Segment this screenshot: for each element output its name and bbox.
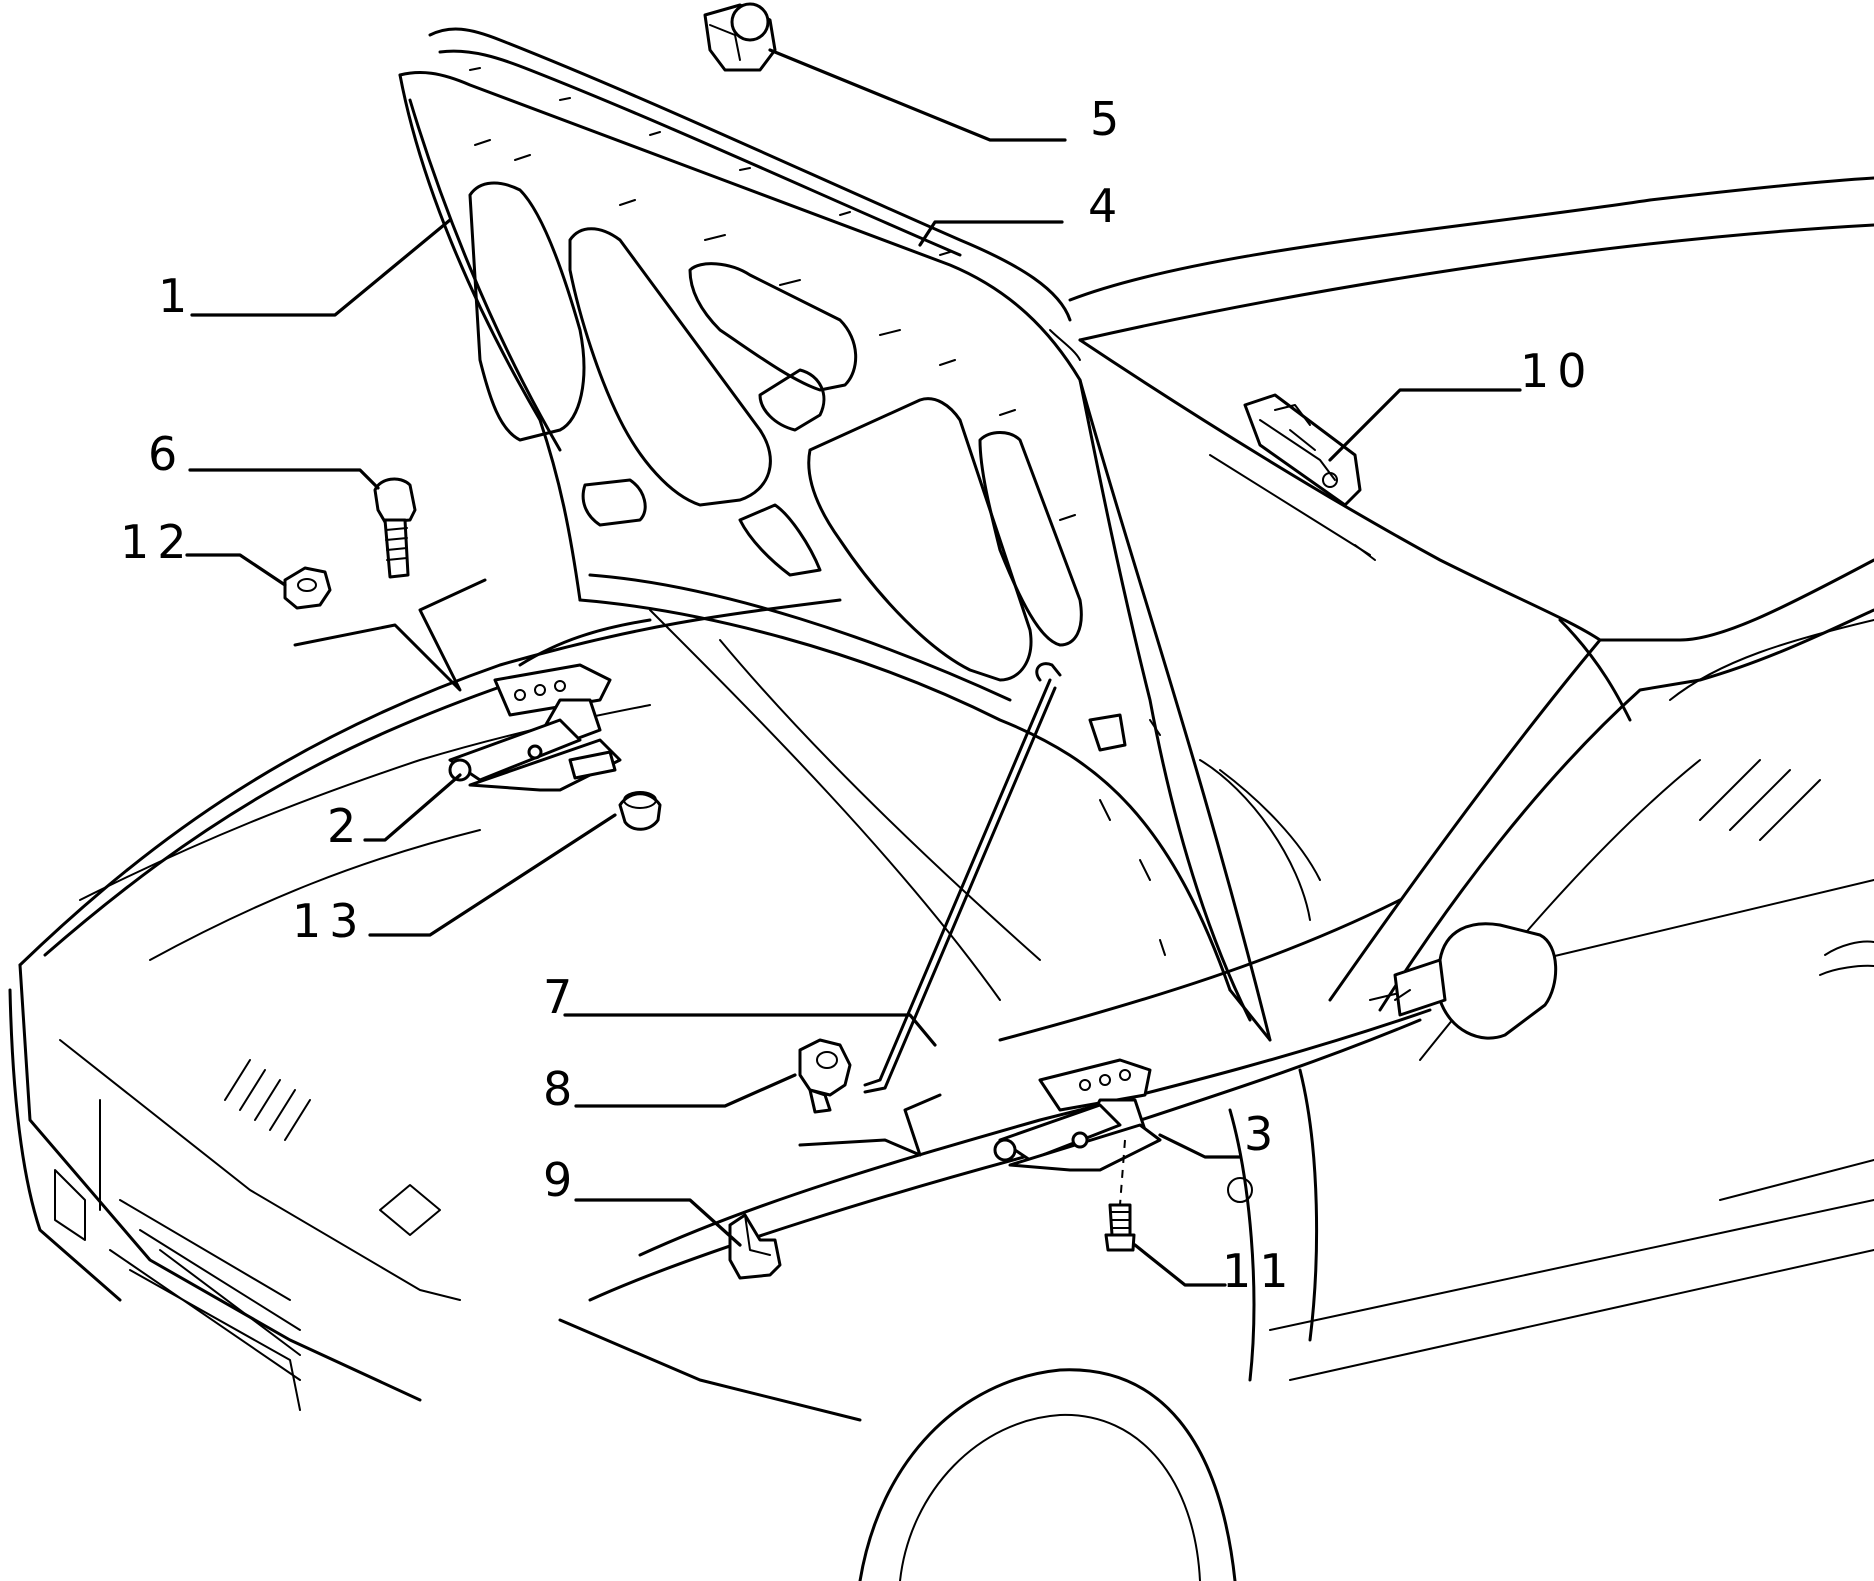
hood-panel	[398, 27, 1272, 1042]
callout-10: 10	[1520, 344, 1595, 398]
hinge-screw	[1104, 1139, 1136, 1252]
leader-lines	[185, 48, 1522, 1287]
callout-9: 9	[543, 1153, 580, 1207]
rod-holder-clip	[798, 1038, 852, 1114]
right-hinge	[993, 1058, 1162, 1172]
break-marks	[293, 578, 942, 1157]
left-hinge	[448, 663, 622, 792]
car-body	[8, 176, 1874, 1581]
prop-rod	[863, 662, 1062, 1094]
callout-5: 5	[1090, 92, 1127, 146]
callout-7: 7	[543, 970, 580, 1024]
callout-13: 13	[292, 894, 367, 948]
callout-1: 1	[158, 269, 195, 323]
callout-11: 11	[1222, 1244, 1297, 1298]
callout-4: 4	[1088, 179, 1125, 233]
front-clip	[728, 1213, 782, 1280]
callout-2: 2	[327, 799, 364, 853]
callout-labels: 1 2 3 4 5 6 7 8 9 10 11 12 13	[120, 92, 1595, 1298]
callout-12: 12	[120, 515, 195, 569]
callout-8: 8	[543, 1062, 580, 1116]
callout-3: 3	[1244, 1107, 1281, 1161]
rubber-bumper	[618, 791, 662, 831]
top-clip	[703, 2, 777, 72]
bolt-and-nut	[283, 477, 417, 610]
callout-6: 6	[148, 427, 185, 481]
hood-latch-bracket	[1088, 393, 1376, 752]
